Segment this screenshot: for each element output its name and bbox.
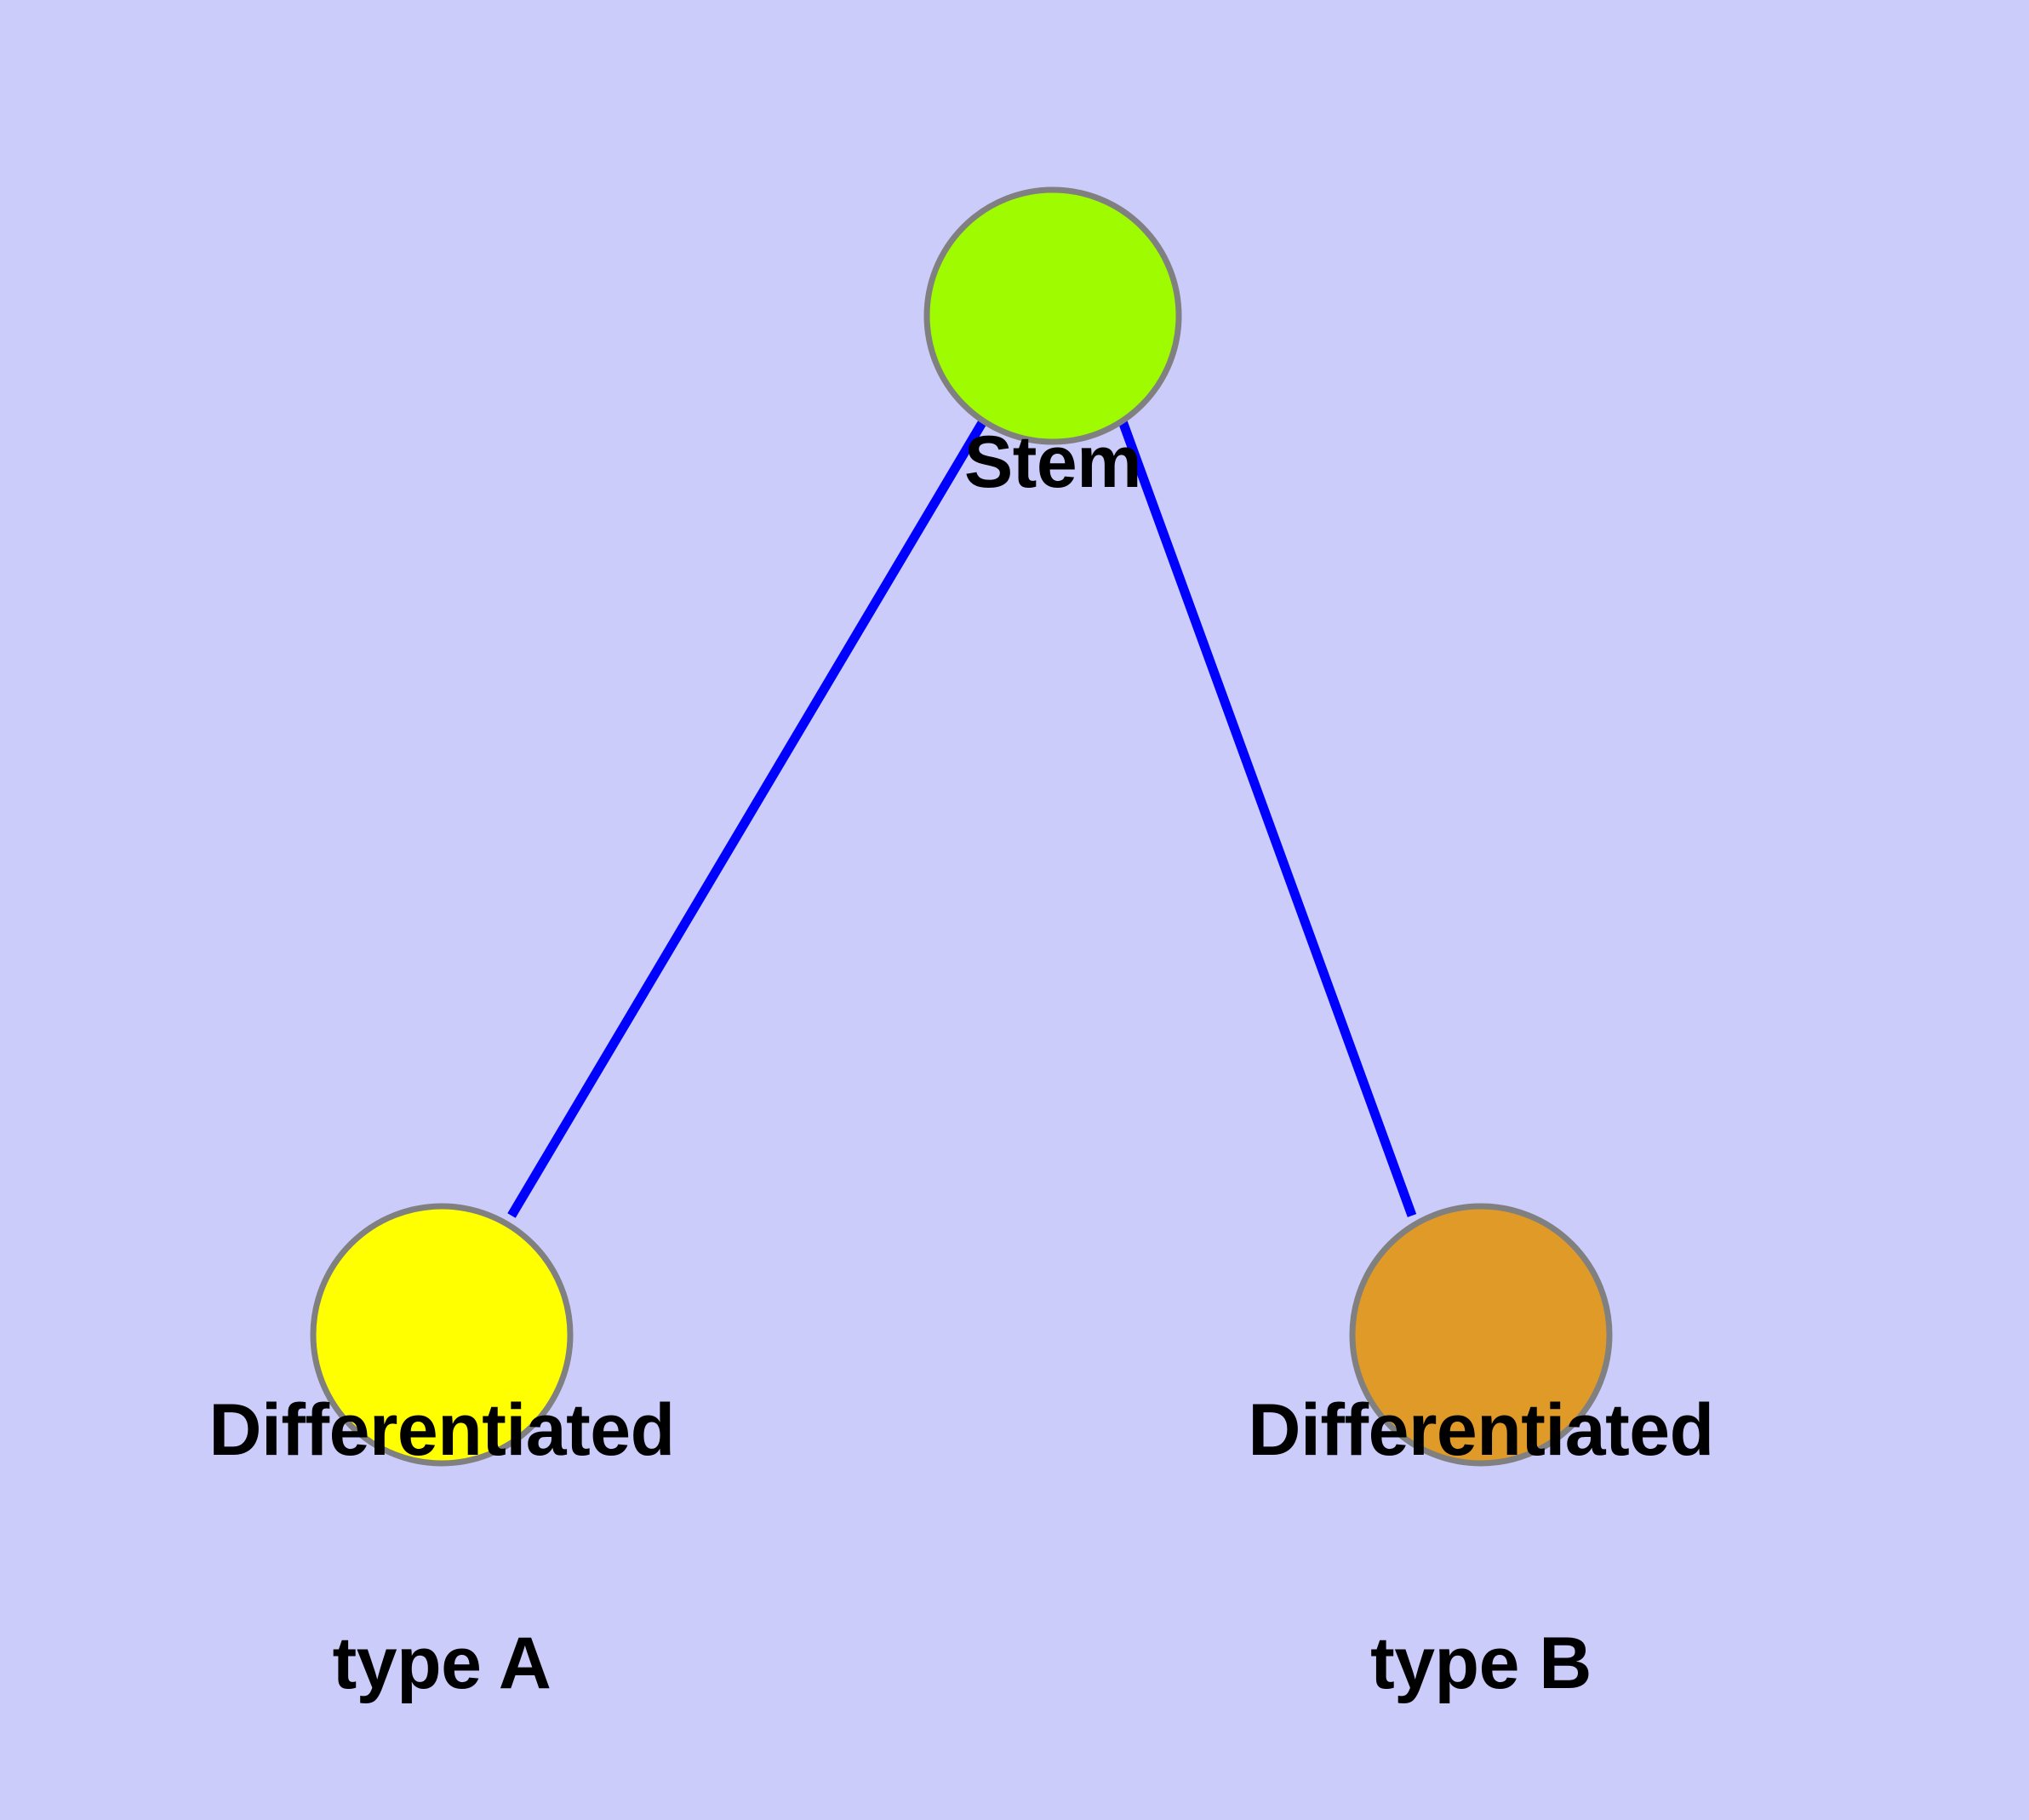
node-differentiated-type-a[interactable] xyxy=(310,1203,574,1467)
node-differentiated-type-b[interactable] xyxy=(1349,1203,1613,1467)
edge-stem-to-type-a[interactable] xyxy=(507,419,987,1218)
node-stem[interactable] xyxy=(923,186,1182,445)
nodes-layer xyxy=(310,186,1613,1467)
edge-stem-to-type-b[interactable] xyxy=(1117,420,1417,1217)
edges-layer xyxy=(507,419,1417,1218)
